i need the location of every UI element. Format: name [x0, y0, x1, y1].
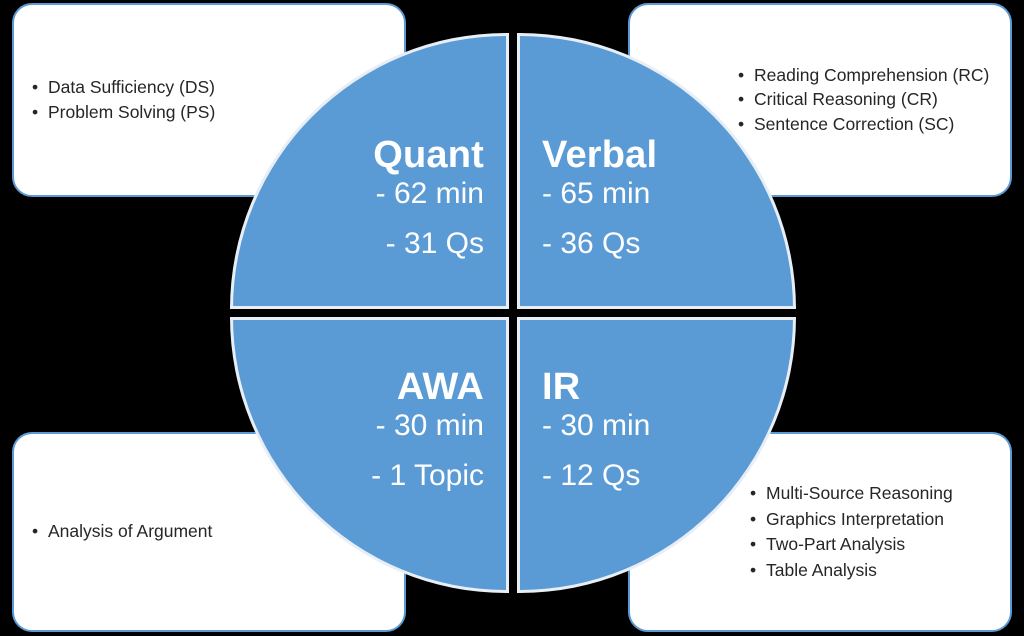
list-item-label: Critical Reasoning (CR) [754, 89, 938, 110]
list-item: • Data Sufficiency (DS) [28, 76, 390, 99]
bullet-icon: • [32, 521, 39, 542]
quadrant-duration: - 30 min [375, 409, 484, 442]
verbal-topic-list: • Reading Comprehension (RC) • Critical Re… [734, 63, 996, 136]
bullet-icon: • [750, 483, 757, 504]
quadrant-title: AWA [396, 366, 484, 408]
list-item: • Table Analysis [746, 559, 996, 582]
bullet-icon: • [750, 508, 757, 529]
list-item: • Critical Reasoning (CR) [734, 88, 996, 111]
bullet-icon: • [32, 101, 39, 122]
bullet-icon: • [750, 559, 757, 580]
quadrant-title: Verbal [542, 134, 658, 176]
list-item: • Multi-Source Reasoning [746, 482, 996, 505]
quadrant-question-count: - 1 Topic [371, 459, 484, 492]
bullet-icon: • [738, 89, 745, 110]
quadrant-duration: - 30 min [542, 409, 651, 442]
quadrant-title: Quant [373, 134, 484, 176]
wheel-quadrant-verbal[interactable]: Verbal - 65 min - 36 Qs [517, 33, 796, 309]
quadrant-question-count: - 12 Qs [542, 459, 641, 492]
quadrant-duration: - 62 min [375, 177, 484, 210]
wheel-quadrant-ir[interactable]: IR - 30 min - 12 Qs [517, 317, 796, 593]
list-item-label: Problem Solving (PS) [48, 101, 216, 122]
quadrant-question-count: - 31 Qs [385, 227, 484, 260]
list-item-label: Analysis of Argument [48, 521, 213, 542]
list-item: • Analysis of Argument [28, 520, 390, 543]
wheel-quadrant-quant[interactable]: Quant - 62 min - 31 Qs [230, 33, 509, 309]
bullet-icon: • [32, 77, 39, 98]
gmat-section-wheel: Quant - 62 min - 31 Qs Verbal - 65 min -… [230, 33, 796, 593]
quadrant-duration: - 65 min [542, 177, 651, 210]
list-item: • Reading Comprehension (RC) [734, 64, 996, 87]
list-item: • Two-Part Analysis [746, 533, 996, 556]
awa-topic-list: • Analysis of Argument [28, 519, 390, 544]
wheel-quadrant-awa[interactable]: AWA - 30 min - 1 Topic [230, 317, 509, 593]
list-item-label: Table Analysis [766, 559, 877, 580]
bullet-icon: • [738, 65, 745, 86]
list-item: • Problem Solving (PS) [28, 101, 390, 124]
list-item-label: Reading Comprehension (RC) [754, 65, 990, 86]
list-item-label: Data Sufficiency (DS) [48, 77, 215, 98]
list-item-label: Graphics Interpretation [766, 508, 945, 529]
quadrant-title: IR [542, 366, 581, 408]
list-item: • Graphics Interpretation [746, 508, 996, 531]
quadrant-question-count: - 36 Qs [542, 227, 641, 260]
bullet-icon: • [750, 534, 757, 555]
quant-topic-list: • Data Sufficiency (DS) • Problem Solving … [28, 75, 390, 124]
ir-topic-list: • Multi-Source Reasoning • Graphics Interp… [746, 480, 996, 585]
list-item-label: Multi-Source Reasoning [766, 483, 953, 504]
list-item-label: Sentence Correction (SC) [754, 113, 955, 134]
list-item-label: Two-Part Analysis [766, 534, 906, 555]
bullet-icon: • [738, 113, 745, 134]
list-item: • Sentence Correction (SC) [734, 113, 996, 136]
